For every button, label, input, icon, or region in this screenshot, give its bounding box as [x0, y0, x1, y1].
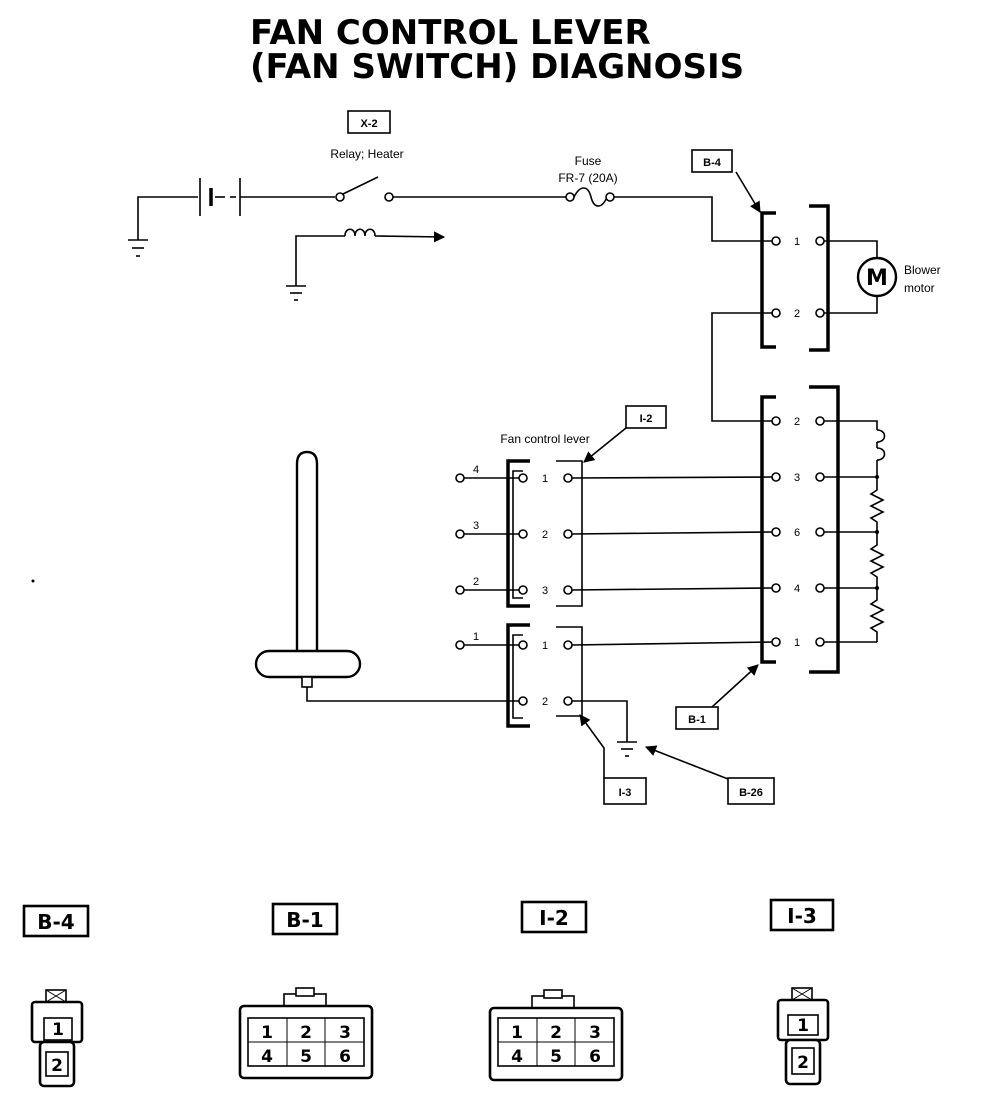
b1-view-cell-6: 6 [339, 1047, 351, 1067]
lever-pos-4: 4 [473, 464, 479, 476]
b1-tag-text: B-1 [688, 714, 706, 726]
b4-pin-2: 2 [794, 308, 800, 320]
i2-pin-1: 1 [542, 473, 548, 485]
title-line-2: (FAN SWITCH) DIAGNOSIS [250, 47, 744, 87]
connector-view-i3: I-3 1 2 [769, 898, 835, 1086]
i3-pin-1: 1 [542, 640, 548, 652]
relay-label: Relay; Heater [330, 147, 403, 161]
b1-tag: B-1 [675, 664, 759, 730]
lever-handle [254, 450, 519, 702]
i2-connector: 1 2 3 [506, 459, 583, 608]
b4-connector: 1 2 [760, 204, 830, 352]
b1-pin-c: 6 [794, 527, 800, 539]
b1-view-cell-1: 1 [261, 1023, 273, 1043]
connector-view-i2-label: I-2 [539, 906, 569, 930]
b1-view-cell-2: 2 [300, 1023, 312, 1043]
b26-tag: B-26 [644, 745, 775, 805]
b4-view-cell-1: 1 [52, 1020, 64, 1040]
connector-view-i2: I-2 1 2 3 4 5 6 [488, 900, 624, 1082]
relay-coil [286, 228, 446, 301]
i2-tag-text: I-2 [640, 413, 653, 425]
b4-view-cell-2: 2 [51, 1056, 63, 1076]
b4-pin-1: 1 [794, 236, 800, 248]
title-line-1: FAN CONTROL LEVER [250, 13, 651, 53]
b1-pin-e: 1 [794, 637, 800, 649]
connector-view-b4: B-4 1 2 [22, 904, 90, 1088]
blower-label-1: Blower [904, 263, 941, 277]
b1-pin-d: 4 [794, 583, 800, 595]
relay-tag: X-2 [347, 110, 391, 134]
b1-view-cell-3: 3 [339, 1023, 351, 1043]
stray-dot [31, 579, 35, 583]
b1-pin-a: 2 [794, 416, 800, 428]
i3-pin-2: 2 [542, 696, 548, 708]
lever-pos-2: 2 [473, 576, 479, 588]
i2-view-cell-3: 3 [589, 1023, 601, 1043]
i3-tag-text: I-3 [619, 787, 632, 799]
b26-tag-text: B-26 [739, 787, 763, 799]
blower-label-2: motor [904, 281, 935, 295]
i2-view-cell-5: 5 [550, 1047, 562, 1067]
fuse-label: Fuse [575, 154, 602, 168]
connector-view-b1-label: B-1 [286, 908, 323, 932]
motor-symbol-text: M [866, 266, 888, 291]
lever-to-b1-wires [571, 476, 773, 646]
i3-view-cell-1: 1 [797, 1016, 809, 1036]
connector-view-i3-label: I-3 [787, 904, 817, 928]
relay-tag-text: X-2 [360, 118, 377, 130]
fuse-id-label: FR-7 (20A) [558, 171, 617, 185]
i2-view-cell-6: 6 [589, 1047, 601, 1067]
lever-contacts: 4 3 2 1 [455, 464, 519, 650]
relay-switch [335, 176, 566, 202]
b4-tag-text: B-4 [703, 157, 722, 169]
i3-connector: 1 2 [506, 623, 583, 728]
i2-view-cell-1: 1 [511, 1023, 523, 1043]
b1-view-cell-5: 5 [300, 1047, 312, 1067]
b4-tag: B-4 [691, 149, 761, 213]
battery-symbol [199, 178, 335, 216]
battery-ground-circuit [128, 196, 198, 257]
blower-motor: M [824, 240, 898, 314]
ground-b26 [572, 700, 637, 757]
i2-view-cell-2: 2 [550, 1023, 562, 1043]
i2-pin-3: 3 [542, 585, 548, 597]
connector-view-b1: B-1 1 2 3 4 5 6 [238, 902, 374, 1080]
i3-view-cell-2: 2 [797, 1053, 809, 1073]
b1-view-cell-4: 4 [261, 1047, 273, 1067]
lever-pos-1: 1 [473, 631, 479, 643]
fan-control-label: Fan control lever [500, 432, 589, 446]
connector-view-b4-label: B-4 [37, 910, 74, 934]
i2-pin-2: 2 [542, 529, 548, 541]
lever-pos-3: 3 [473, 520, 479, 532]
b1-connector: 2 3 6 4 1 [760, 385, 840, 674]
i2-view-cell-4: 4 [511, 1047, 523, 1067]
i2-tag: I-2 [583, 405, 667, 463]
b1-pin-b: 3 [794, 472, 800, 484]
fuse-symbol [565, 187, 773, 242]
i3-tag: I-3 [579, 714, 647, 805]
wire-b4-2-to-b1-2 [711, 312, 773, 422]
resistor-network [824, 420, 886, 643]
